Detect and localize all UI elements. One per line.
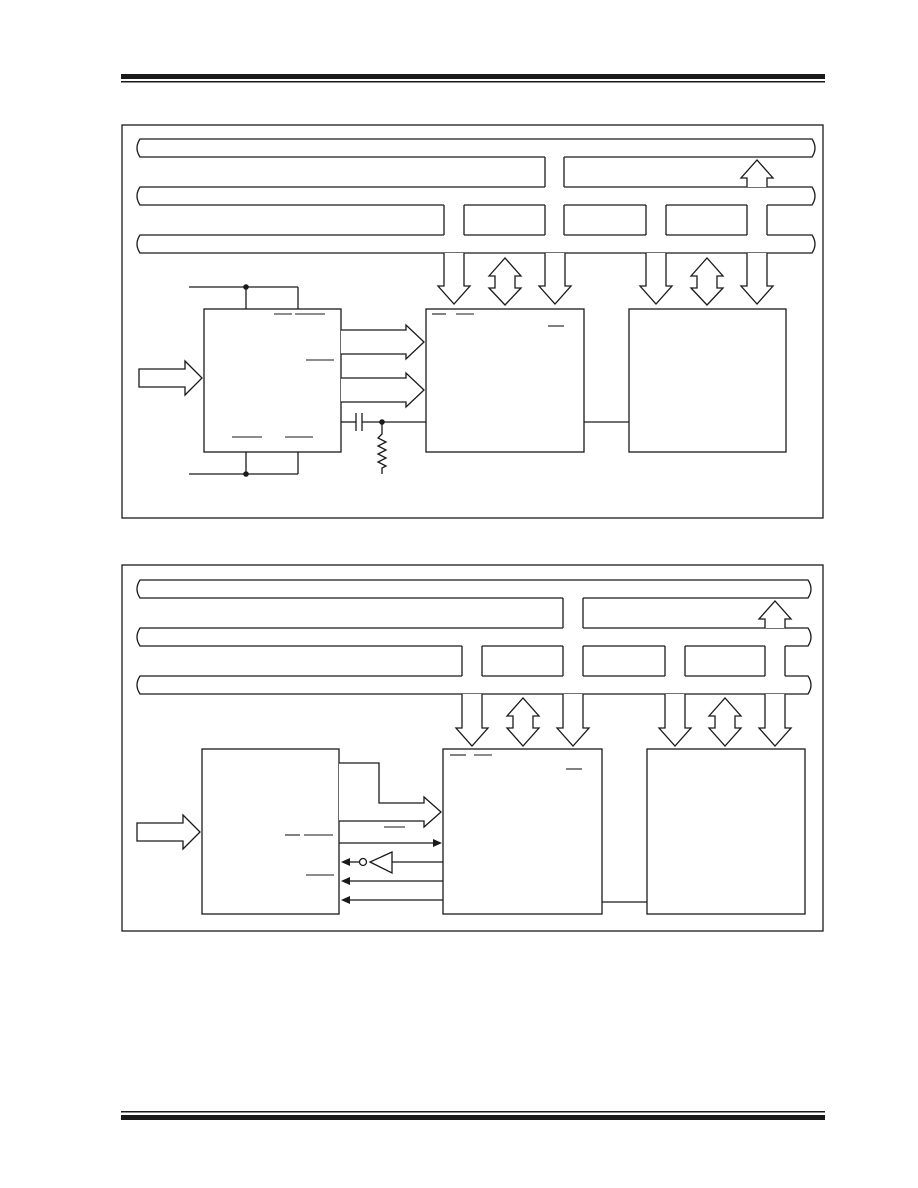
bidirectional-arrow bbox=[505, 697, 541, 747]
down-arrow bbox=[739, 253, 775, 305]
right-arrow bbox=[339, 762, 442, 829]
resistor bbox=[376, 422, 388, 474]
bus-1 bbox=[136, 138, 816, 158]
down-arrow bbox=[638, 253, 674, 305]
figure-2 bbox=[121, 564, 824, 932]
right-arrow bbox=[341, 371, 425, 409]
figure-1-frame bbox=[121, 124, 824, 519]
inverter-gate bbox=[368, 850, 393, 875]
bus-2 bbox=[136, 186, 816, 206]
up-arrow bbox=[739, 159, 775, 187]
input-arrow bbox=[138, 359, 203, 397]
down-arrow bbox=[555, 694, 591, 747]
memory-block-1 bbox=[442, 748, 603, 915]
up-arrow bbox=[757, 600, 793, 628]
footer-rule bbox=[121, 1111, 825, 1120]
bus-3 bbox=[136, 675, 812, 695]
bus-1 bbox=[136, 579, 812, 599]
bus-3 bbox=[136, 234, 816, 254]
bus-2 bbox=[136, 627, 812, 647]
memory-block-1 bbox=[425, 308, 585, 453]
input-arrow bbox=[136, 813, 201, 851]
controller-block bbox=[203, 308, 342, 453]
controller-block bbox=[201, 748, 340, 915]
figure-2-frame bbox=[121, 564, 824, 932]
bidirectional-arrow bbox=[487, 257, 523, 306]
right-arrow bbox=[341, 323, 425, 361]
memory-block-2 bbox=[646, 748, 806, 915]
header-rule bbox=[121, 74, 825, 83]
down-arrow bbox=[454, 694, 490, 747]
bidirectional-arrow bbox=[707, 697, 743, 747]
figure-1 bbox=[121, 124, 824, 519]
down-arrow bbox=[537, 253, 573, 305]
memory-block-2 bbox=[628, 308, 787, 453]
down-arrow bbox=[436, 253, 472, 305]
down-arrow bbox=[657, 694, 693, 747]
down-arrow bbox=[757, 694, 793, 747]
bidirectional-arrow bbox=[689, 257, 725, 306]
